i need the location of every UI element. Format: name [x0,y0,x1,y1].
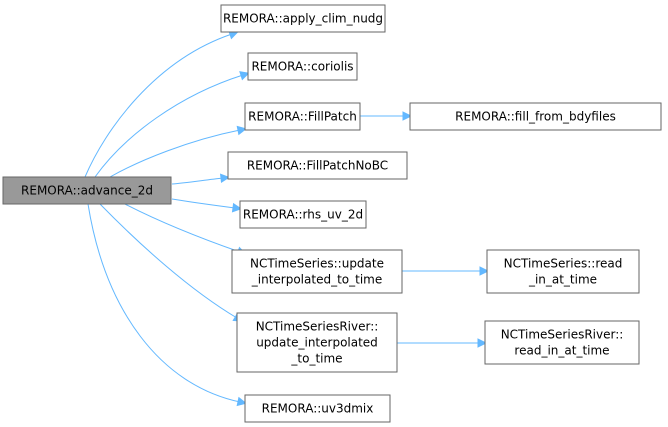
arrowhead-icon [231,202,243,213]
node-box [236,312,398,373]
node-label: NCTimeSeries::update [250,257,384,271]
node-box [486,249,640,294]
node-uv3dmix[interactable]: REMORA::uv3dmix [244,394,391,423]
node-label: REMORA::rhs_uv_2d [243,208,363,222]
node-ncr_update[interactable]: NCTimeSeriesRiver::update_interpolated_t… [236,312,398,373]
node-FillPatchNoBC[interactable]: REMORA::FillPatchNoBC [227,151,408,180]
node-box [244,394,391,423]
nodes-layer: REMORA::advance_2d REMORA::apply_clim_nud… [2,4,662,423]
node-box [247,52,358,81]
node-label: _to_time [290,352,342,366]
arrowhead-icon [236,125,247,136]
node-label: REMORA::FillPatchNoBC [247,159,388,173]
edge-advance_2d-to-nc_update [124,203,247,256]
node-rhs_uv_2d[interactable]: REMORA::rhs_uv_2d [239,200,367,229]
node-box [239,200,367,229]
edge-advance_2d-to-ncr_update [99,203,244,322]
node-label: REMORA::fill_from_bdyfiles [455,110,616,124]
node-label: read_in_at_time [514,344,609,358]
node-label: REMORA::FillPatch [248,110,357,124]
node-nc_read[interactable]: NCTimeSeries::read_in_at_time [486,249,640,294]
node-label: NCTimeSeries::read [504,257,623,271]
edge-FillPatch-to-fill_from_bdyfiles [359,111,413,121]
node-box [484,320,640,365]
node-advance_2d[interactable]: REMORA::advance_2d [2,176,172,205]
edge-ncr_update-to-ncr_read [397,338,488,348]
node-box [227,151,408,180]
node-label: _interpolated_to_time [251,273,382,287]
arrowhead-icon [402,111,413,121]
node-label: REMORA::coriolis [251,60,353,74]
node-ncr_read[interactable]: NCTimeSeriesRiver::read_in_at_time [484,320,640,365]
node-label: NCTimeSeriesRiver:: [256,320,379,334]
edge-advance_2d-to-FillPatch [109,125,247,178]
edge-nc_update-to-nc_read [401,266,490,276]
edge-advance_2d-to-uv3dmix [87,203,247,407]
node-label: REMORA::uv3dmix [262,402,374,416]
node-nc_update[interactable]: NCTimeSeries::update_interpolated_to_tim… [231,249,403,294]
node-box [244,102,361,131]
node-label: REMORA::advance_2d [21,184,153,198]
node-label: _in_at_time [528,273,597,287]
edge-advance_2d-to-apply_clim_nudg [84,30,239,178]
arrowhead-icon [219,173,231,184]
node-apply_clim_nudg[interactable]: REMORA::apply_clim_nudg [220,4,386,33]
node-box [231,249,403,294]
arrowhead-icon [239,71,250,81]
node-label: REMORA::apply_clim_nudg [223,12,383,26]
arrowhead-icon [236,396,247,407]
edge-advance_2d-to-coriolis [94,71,250,178]
node-box [409,102,662,131]
arrowhead-icon [477,338,488,348]
edge-advance_2d-to-rhs_uv_2d [171,198,243,213]
node-fill_from_bdyfiles[interactable]: REMORA::fill_from_bdyfiles [409,102,662,131]
node-label: update_interpolated [256,336,378,350]
arrowhead-icon [479,266,490,276]
node-box [220,4,386,33]
node-box [2,176,172,205]
node-FillPatch[interactable]: REMORA::FillPatch [244,102,361,131]
node-coriolis[interactable]: REMORA::coriolis [247,52,358,81]
node-label: NCTimeSeriesRiver:: [501,328,624,342]
edges-layer [84,30,490,407]
edge-advance_2d-to-FillPatchNoBC [171,173,231,185]
